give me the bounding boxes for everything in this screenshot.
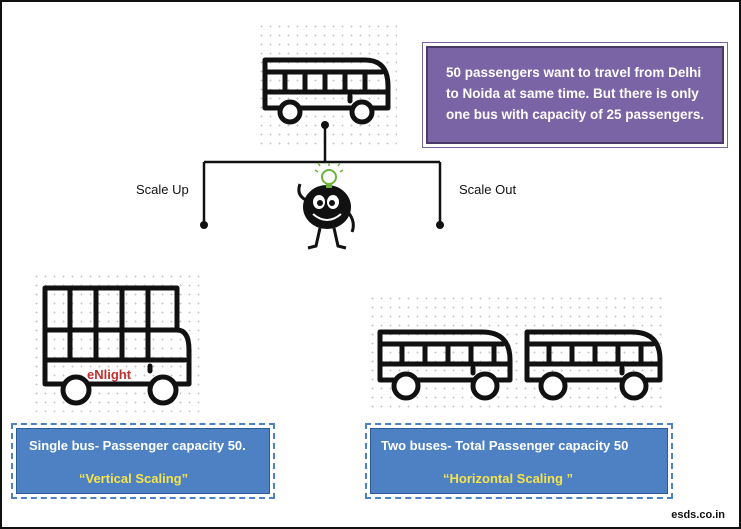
vertical-scaling-box: Single bus- Passenger capacity 50. “Vert… [11, 423, 275, 499]
double-decker-bus-icon [42, 285, 192, 406]
connector-node-top [321, 121, 329, 129]
problem-statement-text: 50 passengers want to travel from Delhi … [446, 65, 705, 122]
top-bus-icon [262, 57, 391, 125]
connector-node-left [200, 221, 208, 229]
bus-icon-left [377, 329, 513, 401]
mascot-icon [297, 162, 355, 250]
connector-lines [202, 125, 442, 224]
bus-icon-right [524, 329, 663, 401]
problem-statement-box: 50 passengers want to travel from Delhi … [426, 46, 724, 144]
horizontal-scaling-title: “Horizontal Scaling ” [443, 471, 574, 486]
vertical-scaling-title: “Vertical Scaling” [79, 471, 189, 486]
scale-up-label: Scale Up [136, 182, 189, 197]
footer-source: esds.co.in [671, 509, 725, 521]
vertical-scaling-description: Single bus- Passenger capacity 50. [29, 438, 246, 453]
horizontal-scaling-description: Two buses- Total Passenger capacity 50 [381, 438, 629, 453]
scale-out-label: Scale Out [459, 182, 517, 197]
horizontal-scaling-box: Two buses- Total Passenger capacity 50 “… [365, 423, 673, 499]
connector-node-right [436, 221, 444, 229]
bus-brand-label: eNlight [87, 367, 132, 382]
